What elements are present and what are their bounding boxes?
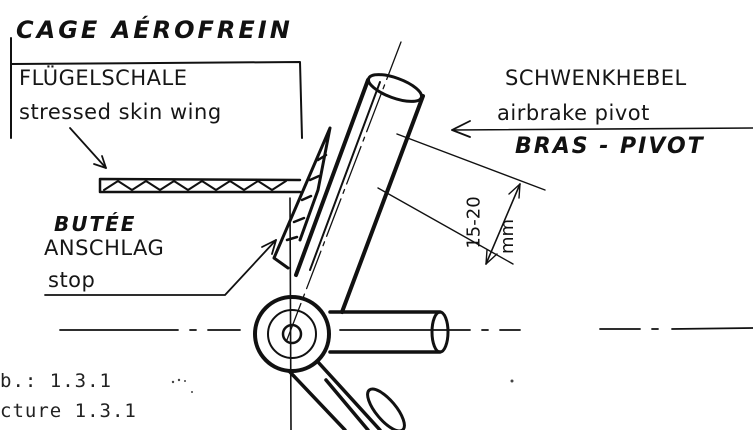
label-box-outline (10, 37, 303, 139)
wing-skin (98, 177, 302, 194)
caption-picture: cture 1.3.1 (0, 400, 137, 422)
dimension-arrow-top (508, 183, 521, 199)
dimension-extension-upper (396, 133, 546, 191)
label-schwenkhebel: SCHWENKHEBEL (505, 66, 687, 90)
caption-abb: b.: 1.3.1 (0, 370, 112, 392)
lower-tube (288, 360, 382, 430)
label-airbrake-pivot: airbrake pivot (497, 101, 650, 125)
horizontal-tube (328, 310, 442, 354)
stop-leader-arrow (261, 239, 277, 255)
label-anschlag: ANSCHLAG (44, 236, 165, 260)
pivot-reference-line (451, 127, 753, 131)
label-butee: BUTÉE (54, 212, 137, 236)
pivot-hub-ring (267, 309, 317, 359)
arm-centerline (284, 41, 402, 346)
horizontal-tube-end (430, 310, 450, 354)
dimension-value: 15-20 (463, 196, 485, 249)
label-flugelschale: FLÜGELSCHALE (19, 66, 188, 90)
dimension-unit: mm (497, 218, 519, 255)
dimension-line (485, 183, 521, 265)
airbrake-housing (272, 126, 332, 270)
pivot-leader-arrow (451, 120, 471, 138)
pivot-hub-pin (281, 323, 303, 345)
wing-leader-line (69, 127, 107, 169)
wing-core-hatching (103, 180, 287, 191)
label-cage-aerofrein: CAGE AÉROFREIN (16, 16, 293, 44)
label-bras-pivot: BRAS - PIVOT (515, 134, 705, 159)
vertical-centerline (289, 197, 292, 430)
lever-tube-end (366, 73, 424, 103)
stop-leader-line (44, 239, 277, 296)
dimension-arrow-bottom (485, 249, 498, 265)
lever-tube-inner (309, 81, 381, 271)
dimension-extension-lower (377, 187, 514, 265)
housing-hatching (285, 153, 328, 242)
horizontal-centerline-right (339, 327, 753, 331)
label-stressed-skin-wing: stressed skin wing (19, 100, 222, 124)
wing-leader-arrow (93, 155, 107, 169)
label-stop: stop (48, 268, 96, 292)
lever-tube-outline (294, 78, 425, 314)
pivot-hub-outer (253, 295, 331, 373)
lower-tube-end (366, 387, 406, 430)
